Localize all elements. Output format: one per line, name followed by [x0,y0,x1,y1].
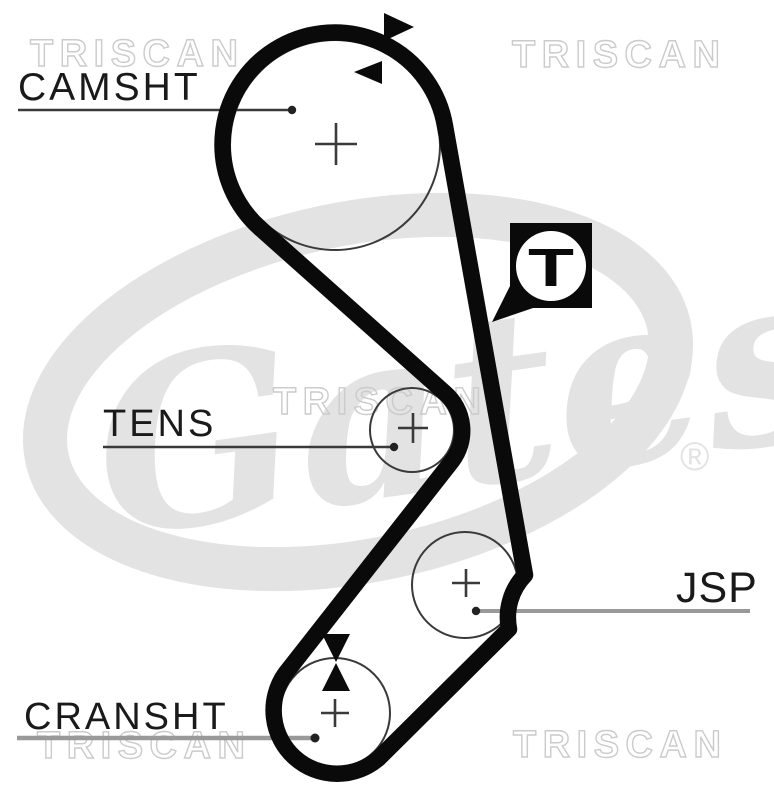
camshaft-center-mark [315,123,357,165]
tensioner-leader-dot [389,442,399,452]
camshaft-leader-dot [287,105,297,115]
camshaft-timing-arrow-upper-icon [384,13,414,41]
camshaft-timing-arrow-lower-icon [354,61,382,84]
camshaft-label: CAMSHT [18,66,201,109]
triscan-watermarks: TRISCAN TRISCAN TRISCAN TRISCAN TRISCAN [29,32,727,767]
crankshaft-label: CRANSHT [24,696,229,738]
tension-marker-letter: T [528,238,574,298]
gates-registered-icon: ® [680,435,709,479]
gates-logo-oval [22,192,694,592]
crankshaft-timing-mark-top-icon [322,634,350,662]
crankshaft-center-mark [321,699,349,727]
crankshaft-timing-mark-bottom-icon [322,663,350,691]
tensioner-center-mark [398,413,428,443]
tension-marker: T [492,223,592,322]
timing-belt [214,24,534,783]
jsp-leader-dot [471,606,481,616]
jsp-label: JSP [676,564,758,612]
crankshaft-leader-dot [310,733,320,743]
triscan-watermark-top-left: TRISCAN [30,33,244,75]
triscan-watermark-bottom-right: TRISCAN [513,724,727,766]
jsp-center-mark [452,569,480,597]
triscan-watermark-top-right: TRISCAN [512,34,726,76]
tension-marker-circle [516,231,586,301]
tensioner-label: TENS [103,403,216,445]
triscan-watermark-bottom-left: TRISCAN [37,725,251,767]
